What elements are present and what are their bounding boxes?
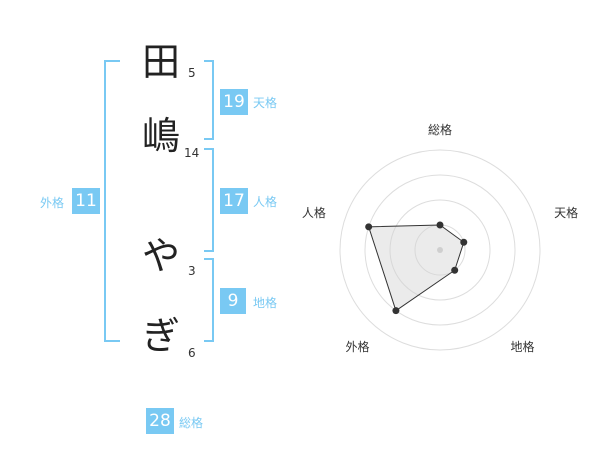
gaikaku-label: 外格 [40, 196, 65, 210]
tenkaku-bracket [204, 60, 214, 140]
name-char-3: や [141, 234, 180, 278]
soukaku-badge: 28 [146, 408, 174, 434]
gaikaku-bracket [104, 60, 120, 342]
soukaku-label: 総格 [179, 416, 204, 430]
radar-ring-4 [339, 149, 541, 351]
chikaku-badge: 9 [220, 288, 246, 314]
name-char-1: 田 [141, 40, 180, 84]
radar-axis-label-2: 天格 [554, 205, 578, 220]
radar-point-4 [392, 307, 400, 315]
radar-point-5 [365, 223, 373, 231]
jinkaku-label: 人格 [253, 195, 278, 209]
radar-ring-2 [389, 199, 491, 301]
radar-ring-3 [364, 174, 516, 326]
radar-axis-label-1: 総格 [428, 122, 452, 137]
stroke-count-1: 5 [188, 66, 196, 80]
name-char-4: ぎ [141, 314, 180, 358]
jinkaku-badge: 17 [220, 188, 248, 214]
gaikaku-badge: 11 [72, 188, 100, 214]
radar-point-3 [451, 266, 459, 274]
radar-point-1 [436, 221, 444, 229]
tenkaku-badge: 19 [220, 89, 248, 115]
stroke-count-4: 6 [188, 346, 196, 360]
chikaku-bracket [204, 258, 214, 342]
jinkaku-bracket [204, 148, 214, 252]
radar-series-area [367, 224, 465, 312]
tenkaku-label: 天格 [253, 96, 278, 110]
radar-axis-label-4: 外格 [345, 339, 369, 354]
radar-axis-label-5: 人格 [302, 205, 326, 220]
name-char-2: 嶋 [141, 114, 180, 158]
radar-center-dot [437, 247, 443, 253]
radar-axis-label-3: 地格 [511, 339, 535, 354]
radar-point-2 [460, 238, 468, 246]
chikaku-label: 地格 [253, 296, 278, 310]
stroke-count-2: 14 [184, 146, 200, 160]
stroke-count-3: 3 [188, 264, 196, 278]
